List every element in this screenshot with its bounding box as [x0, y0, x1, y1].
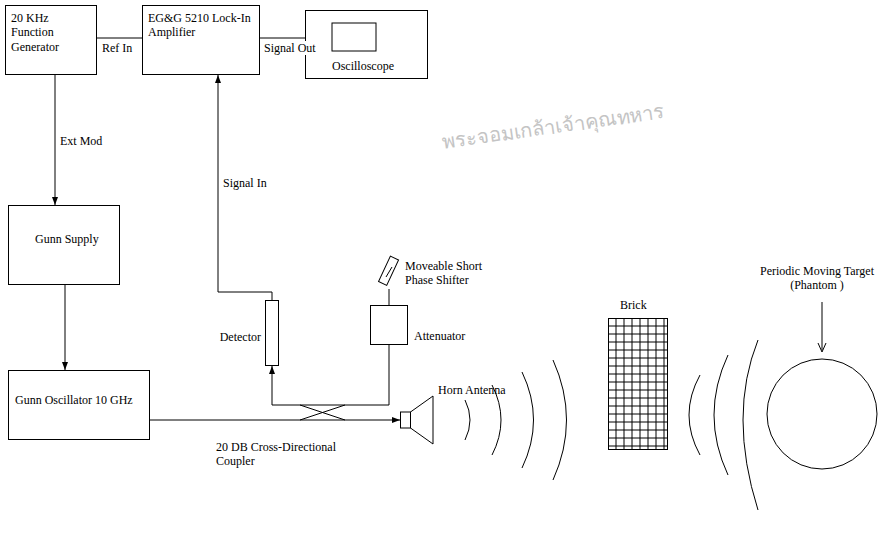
node-label: 20 KHz Function Generator [6, 6, 96, 59]
node-label: Detector [220, 330, 261, 344]
leader-line [822, 302, 823, 350]
phantom-target: Periodic Moving Target (Phantom ) [766, 358, 878, 470]
connector [65, 285, 66, 370]
connector [150, 420, 400, 421]
attenuator-box: Attenuator [370, 305, 408, 345]
horn-antenna: Horn Antenna [400, 395, 434, 445]
wave-arc [522, 372, 534, 468]
horn-antenna-outline [400, 395, 434, 445]
signal-label: Signal Out [263, 41, 317, 55]
coupler-cross [300, 405, 345, 420]
connector [218, 75, 272, 300]
brick-wall-outline [608, 318, 668, 450]
connector [260, 38, 305, 39]
node-label: EG&G 5210 Lock-In Amplifier [143, 6, 259, 45]
phase-shifter-symbol-outline [381, 255, 397, 289]
wave-arc [714, 355, 728, 475]
node-label: Gunn Supply [9, 206, 119, 250]
detector-symbol-outline [265, 300, 279, 366]
phase-shifter-symbol: Moveable Short Phase Shifter [381, 255, 397, 289]
generator-box: 20 KHz Function Generator [5, 5, 97, 75]
amplifier-box: EG&G 5210 Lock-In Amplifier [142, 5, 260, 75]
node-label: Moveable Short Phase Shifter [405, 259, 501, 288]
signal-label: Signal In [222, 176, 268, 190]
signal-label: Ref In [101, 41, 133, 55]
supply-box: Gunn Supply [8, 205, 120, 285]
wave-arc [689, 375, 700, 455]
node-label: Brick [620, 298, 647, 312]
wave-arc [553, 360, 567, 480]
connector [97, 38, 142, 39]
node-label: Periodic Moving Target (Phantom ) [754, 264, 880, 293]
phantom-target-outline [766, 358, 878, 470]
signal-label: Ext Mod [59, 134, 103, 148]
detector-symbol: Detector [265, 300, 279, 366]
wave-arc [743, 340, 758, 510]
brick-wall: Brick [608, 318, 668, 450]
node-label: Gunn Oscillator 10 GHz [9, 371, 149, 411]
watermark: พระจอมเกล้าเจ้าคุณทหาร [440, 94, 703, 154]
node-label: Oscilloscope [306, 11, 427, 75]
coupler-label: 20 DB Cross-Directional Coupler [215, 440, 367, 469]
oscilloscope-box: Oscilloscope [305, 10, 428, 79]
node-label: Attenuator [414, 329, 465, 343]
connector [272, 345, 389, 405]
oscillator-box: Gunn Oscillator 10 GHz [8, 370, 150, 440]
connector [55, 75, 56, 205]
attenuator-box-outline [370, 305, 408, 345]
node-label: Horn Antenna [438, 383, 506, 397]
wave-arc [465, 400, 470, 440]
leader-arrow [818, 343, 826, 352]
connector [389, 289, 390, 305]
